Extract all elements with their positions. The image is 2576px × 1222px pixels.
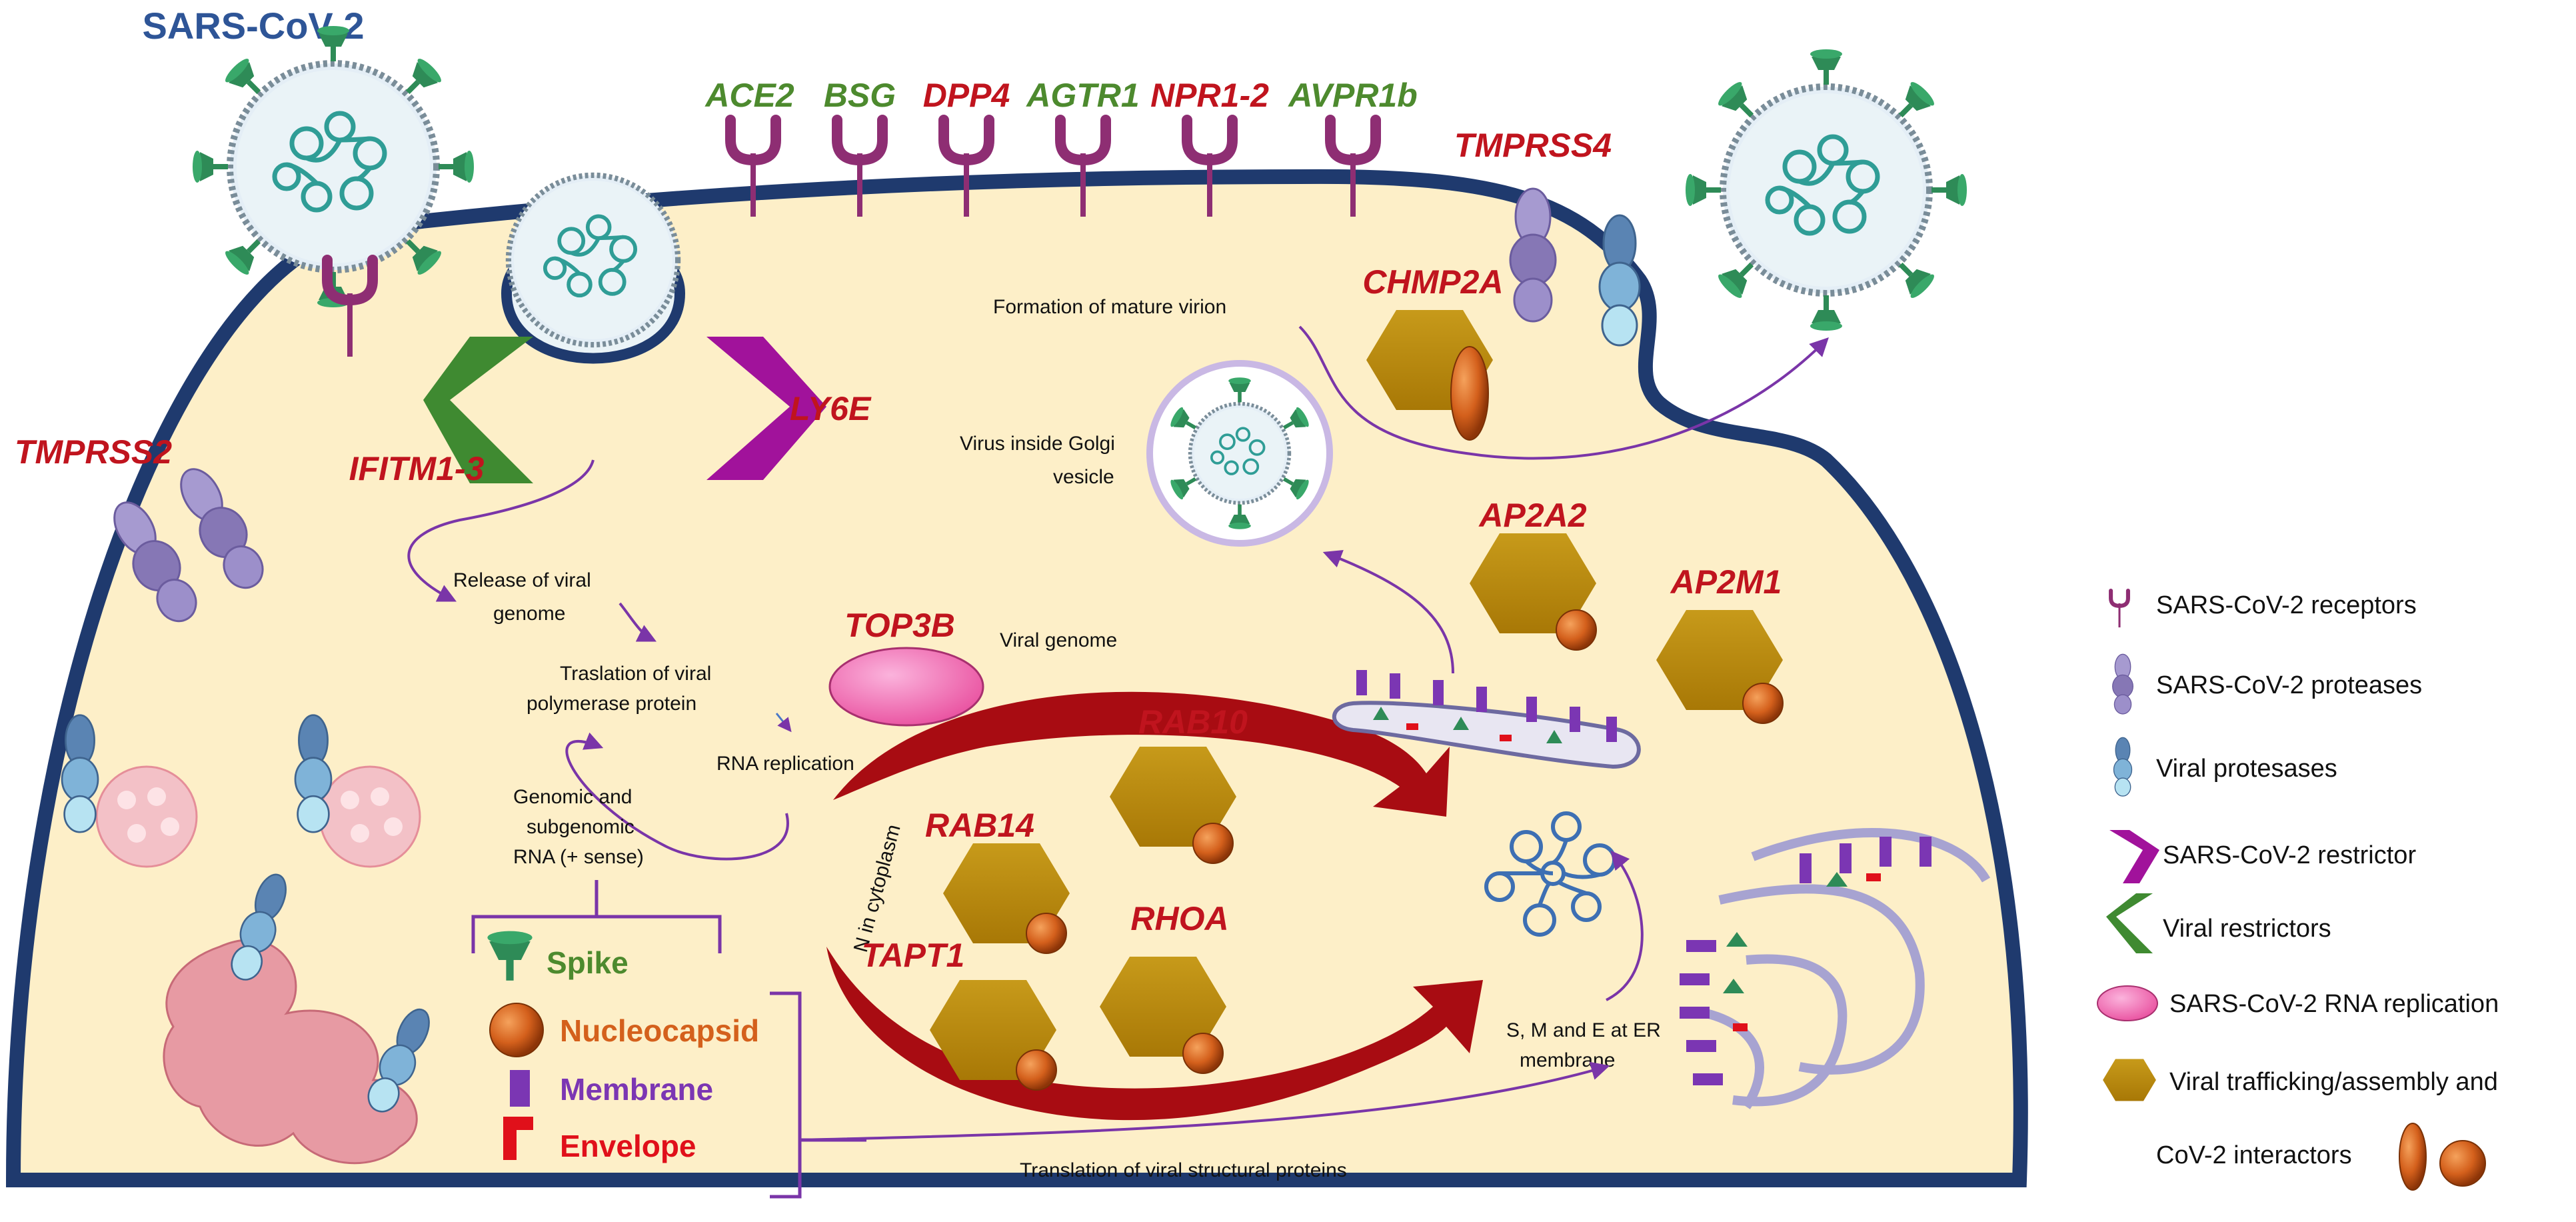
legend-label-4: SARS-CoV-2 restrictor — [2163, 841, 2416, 869]
viral-protease-lysosome-1 — [61, 714, 99, 833]
legend-label-8: CoV-2 interactors — [2156, 1141, 2352, 1169]
mature-virion-arrow — [1298, 325, 1829, 460]
legend-label-3: Viral protesases — [2156, 755, 2337, 783]
legend-interactor-ball-icon — [2439, 1140, 2486, 1187]
lysosome-right — [319, 765, 421, 868]
label-envelope: Envelope — [560, 1129, 696, 1163]
nucleocapsid-coil — [1484, 811, 1616, 937]
envelope-item: Envelope — [503, 1117, 696, 1163]
entry-arrow — [407, 459, 595, 602]
note-genomic-3: RNA (+ sense) — [513, 846, 644, 868]
note-viral-genome: Viral genome — [1000, 629, 1117, 651]
released-virion — [1686, 49, 1967, 331]
legend-rna-replication-icon — [2097, 985, 2158, 1021]
note-translation-2: polymerase protein — [527, 693, 696, 715]
legend-label-5: Viral restrictors — [2163, 915, 2331, 943]
gene-rab10: RAB10 — [1138, 703, 1248, 741]
note-release-1: Release of viral — [453, 569, 591, 591]
golgi-apparatus — [1705, 828, 1991, 1109]
gene-avpr1b: AVPR1b — [1287, 77, 1418, 114]
ap2a2-interactor — [1556, 609, 1597, 651]
gene-ly6e: LY6E — [790, 390, 872, 427]
note-structural: Translation of viral structural proteins — [1020, 1159, 1347, 1181]
top3b-rna-replication — [828, 647, 984, 727]
gene-ap2a2: AP2A2 — [1478, 497, 1586, 534]
gene-ifitm: IFITM1-3 — [349, 450, 485, 487]
note-genomic-2: subgenomic — [527, 816, 635, 838]
note-rna-replication: RNA replication — [716, 753, 854, 775]
legend-green-restrictor-icon — [2106, 893, 2153, 953]
gene-npr12: NPR1-2 — [1150, 77, 1269, 114]
gene-top3b: TOP3B — [844, 607, 955, 644]
legend-hexagon-icon — [2103, 1059, 2156, 1101]
to-nucleocapsid-arrow — [1606, 850, 1644, 1001]
gene-bsg: BSG — [824, 77, 896, 114]
tmprss4-protease — [1509, 187, 1557, 323]
lysosome-left — [95, 765, 198, 868]
legend-label-6: SARS-CoV-2 RNA replication — [2169, 990, 2499, 1018]
note-golgi-2: vesicle — [1053, 466, 1114, 488]
structural-arrow — [799, 1061, 1610, 1141]
spike-item: Spike — [487, 931, 629, 981]
legend-viral-protease-icon — [2113, 737, 2133, 797]
gene-ace2: ACE2 — [704, 77, 794, 114]
label-spike: Spike — [547, 945, 629, 980]
legend-receptor-icon — [2111, 591, 2128, 627]
cycle-arrow-top — [833, 691, 1450, 817]
legend-protease-icon — [2112, 653, 2133, 715]
golgi-membrane-proteins — [1680, 837, 1932, 1085]
gene-chmp2a: CHMP2A — [1362, 263, 1503, 301]
translation-arrow — [775, 713, 792, 733]
label-nucleocapsid: Nucleocapsid — [560, 1013, 759, 1048]
ap2m1-interactor — [1742, 683, 1784, 724]
note-sme-1: S, M and E at ER — [1506, 1019, 1661, 1041]
legend-magenta-restrictor-icon — [2109, 830, 2159, 883]
ly6e-restrictor — [706, 337, 826, 480]
gene-tmprss4: TMPRSS4 — [1454, 127, 1612, 164]
legend-label-2: SARS-CoV-2 proteases — [2156, 671, 2422, 699]
release-arrow — [619, 602, 657, 642]
viral-protease-lysosome-2 — [294, 714, 333, 833]
note-genomic-1: Genomic and — [513, 786, 632, 808]
legend-interactor-oval-icon — [2399, 1123, 2427, 1191]
endoplasmic-reticulum — [163, 939, 418, 1165]
note-golgi-1: Virus inside Golgi — [960, 433, 1115, 455]
gene-agtr1: AGTR1 — [1025, 77, 1139, 114]
note-mature-virion: Formation of mature virion — [993, 296, 1226, 318]
legend-label-7: Viral trafficking/assembly and — [2169, 1068, 2498, 1096]
nucleocapsid-item: Nucleocapsid — [489, 1003, 759, 1057]
to-golgi-arrow — [1322, 549, 1454, 674]
endocytic-vesicle — [501, 175, 686, 364]
golgi-vesicle-virion — [1146, 360, 1333, 547]
gene-rhoa: RHOA — [1130, 900, 1228, 937]
gene-dpp4: DPP4 — [923, 77, 1010, 114]
cell-membrane — [5, 169, 2028, 1187]
membrane-item: Membrane — [510, 1070, 713, 1107]
gene-ap2m1: AP2M1 — [1670, 563, 1782, 601]
ifitm-restrictor — [423, 337, 533, 483]
label-membrane: Membrane — [560, 1072, 713, 1107]
note-translation-1: Traslation of viral — [560, 663, 711, 685]
genomic-bracket — [471, 880, 722, 953]
tapt1-interactor — [1016, 1049, 1057, 1091]
legend-label-1: SARS-CoV-2 receptors — [2156, 591, 2417, 619]
free-virion-left — [193, 26, 474, 307]
viral-protease-top — [1598, 214, 1641, 347]
gene-tmprss2: TMPRSS2 — [15, 433, 172, 471]
chmp2a-interactor — [1450, 346, 1489, 441]
rab14-interactor — [1026, 913, 1067, 954]
rab10-interactor — [1192, 823, 1234, 864]
legend: SARS-CoV-2 receptors SARS-CoV-2 protease… — [2097, 591, 2499, 1191]
replication-loop — [565, 732, 789, 861]
gene-tapt1: TAPT1 — [862, 937, 965, 974]
gene-rab14: RAB14 — [925, 807, 1034, 844]
rhoa-interactor — [1182, 1033, 1224, 1074]
note-release-2: genome — [493, 603, 565, 625]
er-fragment — [1332, 670, 1641, 769]
